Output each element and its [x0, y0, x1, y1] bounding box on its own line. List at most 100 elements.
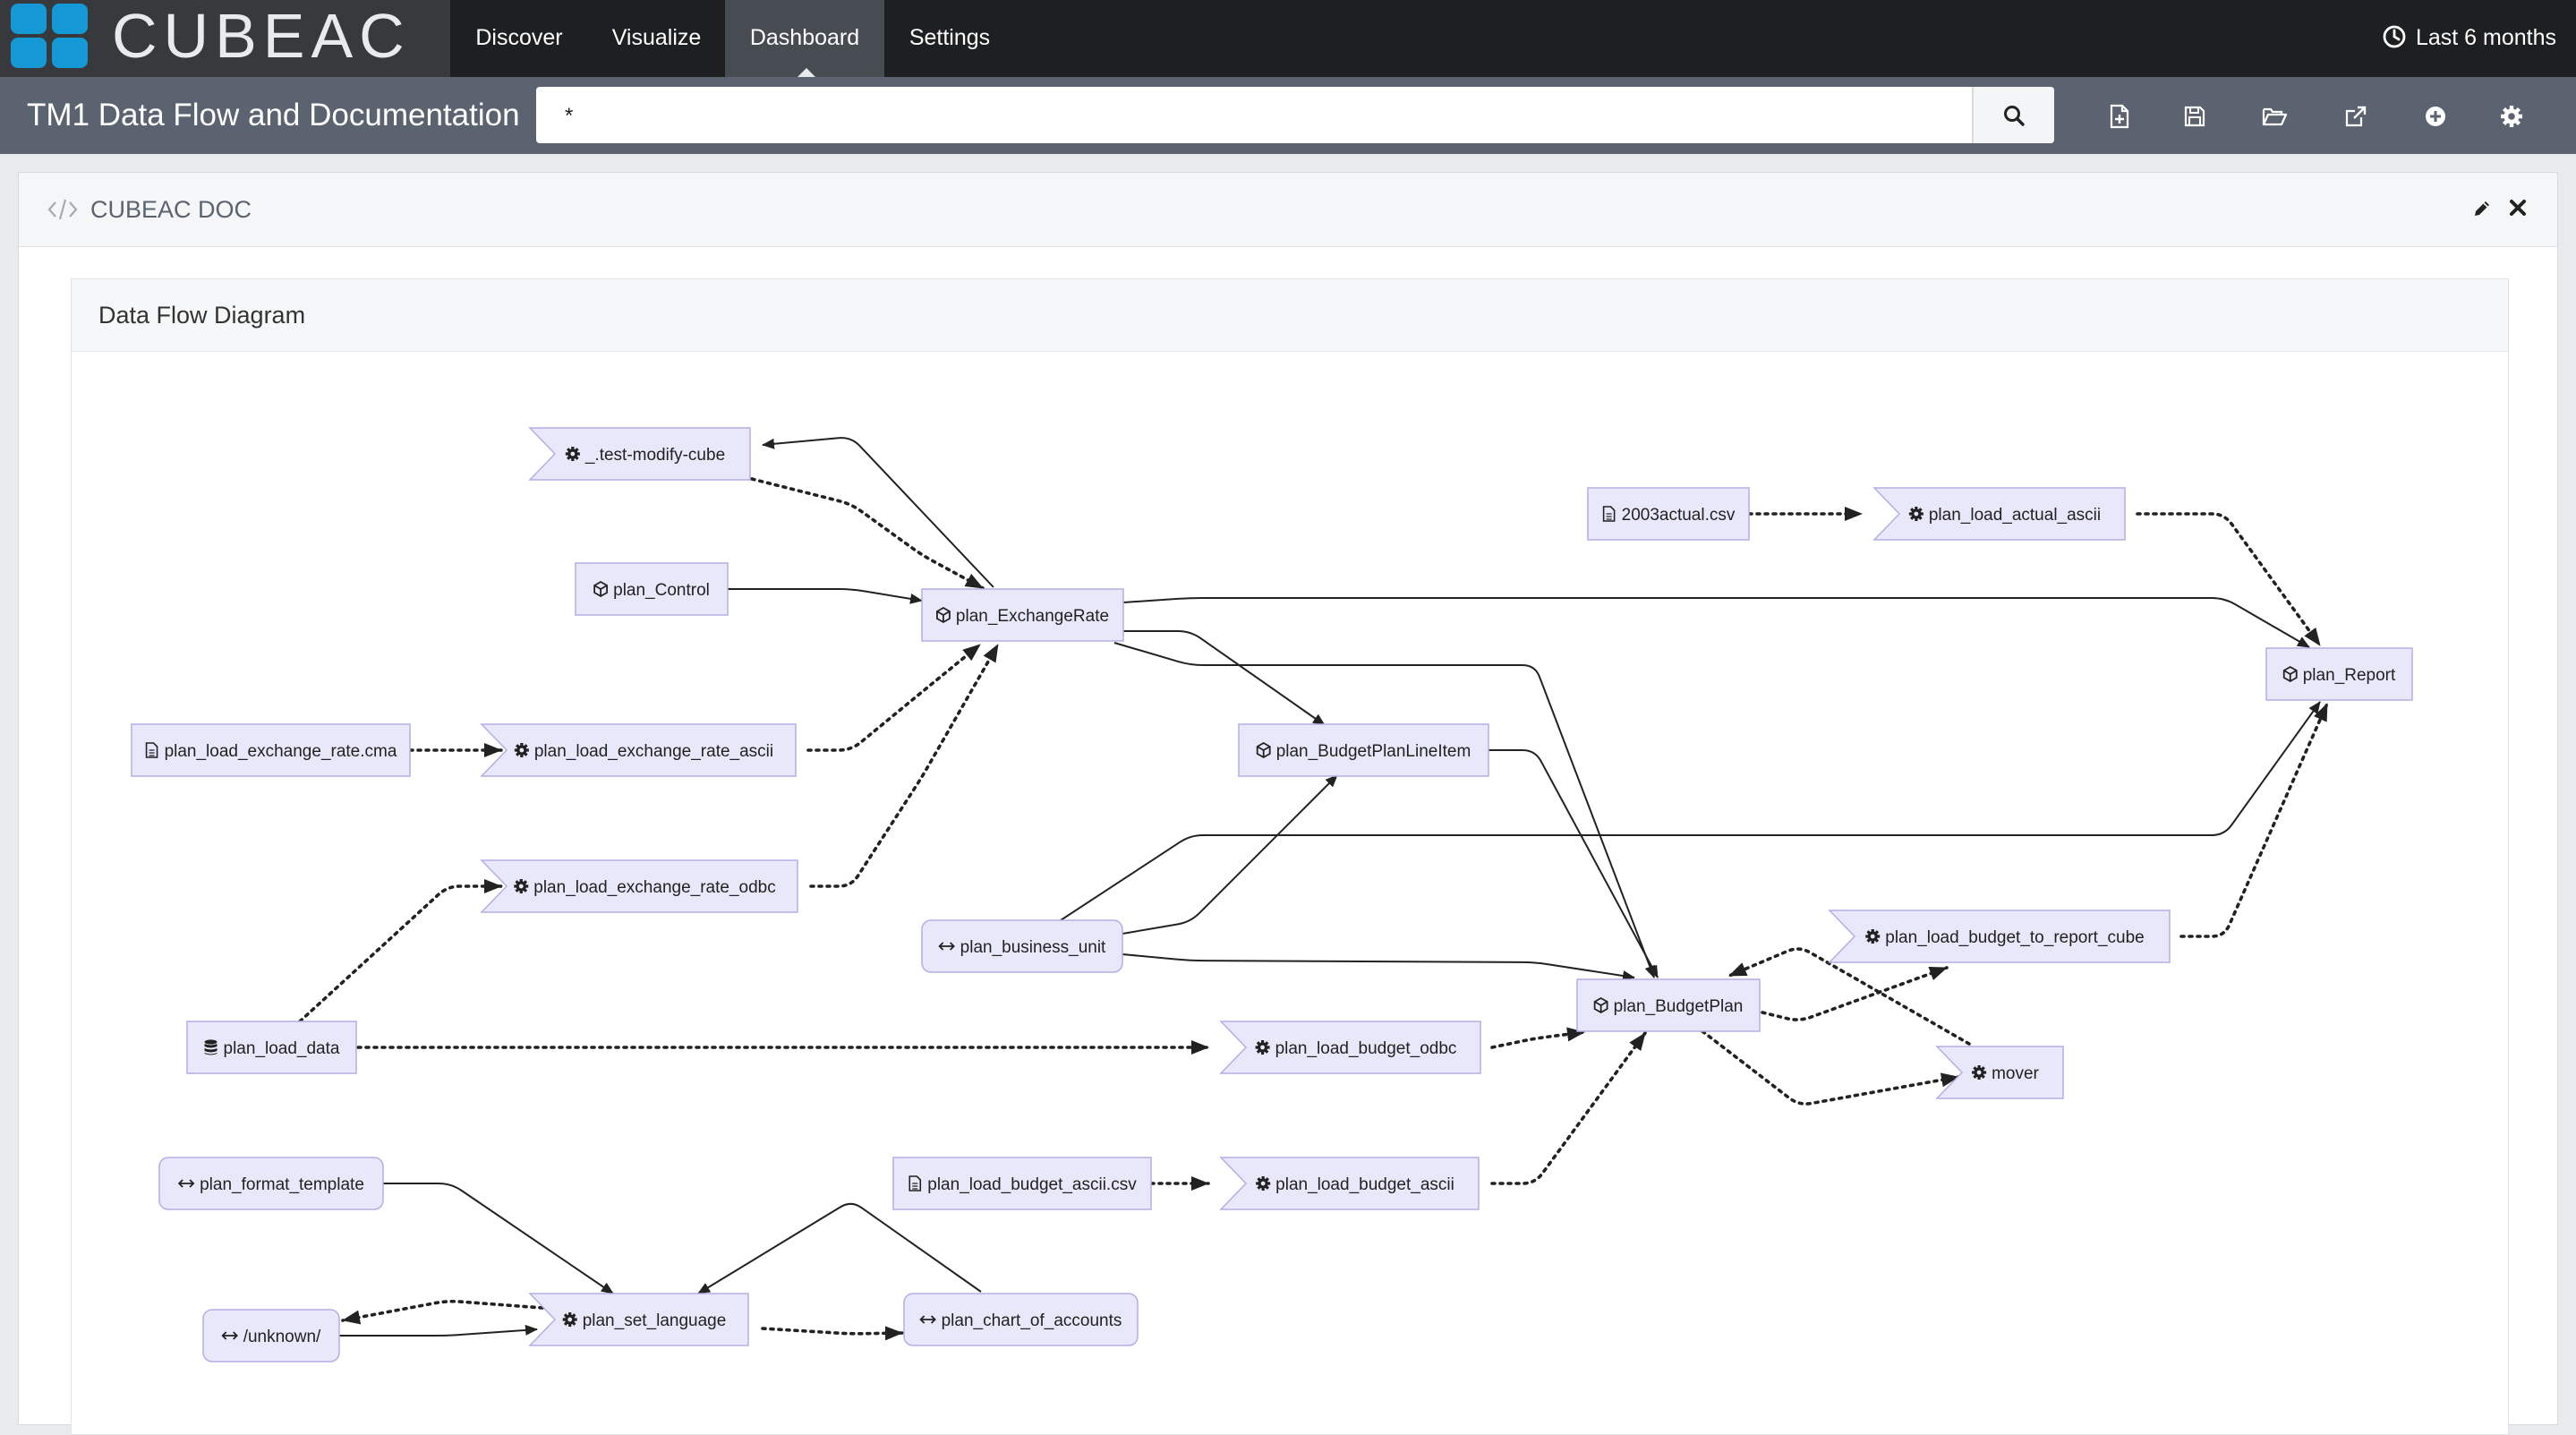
brand[interactable]: CUBEAC	[0, 0, 450, 77]
brand-name: CUBEAC	[112, 1, 411, 71]
node-box	[480, 723, 797, 777]
node-box	[1576, 978, 1761, 1032]
node-label: plan_Report	[2303, 666, 2396, 685]
time-range-picker[interactable]: Last 6 months	[2382, 0, 2556, 77]
clock-icon	[2383, 25, 2406, 48]
node-load-exchange-rate-ascii[interactable]: plan_load_exchange_rate_ascii	[480, 723, 797, 777]
node-label: plan_load_exchange_rate_ascii	[534, 742, 773, 761]
new-dashboard-icon	[2110, 104, 2129, 129]
node-format-template[interactable]: plan_format_template	[158, 1157, 384, 1210]
node-load-budget-odbc[interactable]: plan_load_budget_odbc	[1219, 1021, 1481, 1074]
node-box	[158, 1157, 384, 1210]
save-button[interactable]	[2175, 97, 2214, 136]
node-label: plan_load_budget_to_report_cube	[1885, 928, 2144, 947]
cube-icon	[936, 606, 951, 624]
node-mover[interactable]: mover	[1935, 1046, 2064, 1099]
node-box	[528, 427, 751, 481]
gear-icon	[1865, 929, 1881, 944]
node-label: plan_Control	[613, 581, 710, 600]
node-box	[892, 1157, 1152, 1210]
edit-pencil-icon[interactable]	[2471, 198, 2493, 219]
node-unknown[interactable]: /unknown/	[202, 1309, 340, 1362]
node-box	[1238, 723, 1489, 777]
gear-icon	[514, 879, 529, 893]
node-box	[921, 919, 1123, 973]
close-icon[interactable]	[2507, 197, 2529, 218]
node-set-language[interactable]: plan_set_language	[528, 1293, 749, 1346]
node-label: plan_set_language	[583, 1311, 727, 1330]
node-plan-report[interactable]: plan_Report	[2265, 647, 2413, 701]
gear-icon	[565, 447, 580, 461]
open-icon	[2262, 107, 2288, 126]
nav-dashboard[interactable]: Dashboard	[725, 0, 884, 77]
file-icon	[145, 742, 158, 758]
open-button[interactable]	[2255, 97, 2294, 136]
file-icon	[908, 1175, 922, 1192]
node-box	[186, 1021, 357, 1074]
search-button[interactable]	[1972, 87, 2054, 143]
cube-icon	[1593, 996, 1608, 1014]
cube-icon	[1256, 741, 1271, 759]
node-label: plan_BudgetPlanLineItem	[1276, 742, 1471, 761]
time-range-label: Last 6 months	[2415, 25, 2556, 50]
gear-icon	[1972, 1065, 1987, 1080]
node-load-exchange-rate-odbc[interactable]: plan_load_exchange_rate_odbc	[480, 859, 798, 913]
node-box	[131, 723, 411, 777]
panel-header: CUBEAC DOC	[19, 173, 2557, 247]
node-budget-ascii-csv[interactable]: plan_load_budget_ascii.csv	[892, 1157, 1152, 1210]
node-label: plan_load_data	[224, 1039, 340, 1058]
node-box	[480, 859, 798, 913]
node-label: plan_load_actual_ascii	[1929, 506, 2101, 525]
dashboard-title: TM1 Data Flow and Documentation	[27, 98, 520, 132]
active-tab-caret	[798, 68, 815, 77]
nav-discover[interactable]: Discover	[475, 25, 563, 50]
node-budget-plan-line-item[interactable]: plan_BudgetPlanLineItem	[1238, 723, 1489, 777]
card-title: Data Flow Diagram	[98, 302, 306, 329]
arrows-horizontal-icon	[938, 942, 955, 951]
node-plan-control[interactable]: plan_Control	[575, 562, 729, 616]
search-input[interactable]	[563, 87, 1999, 145]
options-button[interactable]	[2492, 97, 2531, 136]
node-plan-budgetplan[interactable]: plan_BudgetPlan	[1576, 978, 1761, 1032]
database-icon	[204, 1039, 218, 1055]
node-exchange-rate-cma[interactable]: plan_load_exchange_rate.cma	[131, 723, 411, 777]
node-layer: _.test-modify-cube plan_Control plan_Excha…	[131, 427, 2413, 1362]
node-label: plan_load_budget_ascii	[1275, 1175, 1454, 1194]
node-label: plan_business_unit	[960, 938, 1106, 957]
node-label: plan_chart_of_accounts	[942, 1311, 1122, 1330]
query-bar: TM1 Data Flow and Documentation	[0, 77, 2576, 154]
nav-settings[interactable]: Settings	[908, 25, 991, 50]
node-plan-business-unit[interactable]: plan_business_unit	[921, 919, 1123, 973]
node-plan-load-data[interactable]: plan_load_data	[186, 1021, 357, 1074]
node-load-budget-ascii[interactable]: plan_load_budget_ascii	[1219, 1157, 1480, 1210]
card-header: Data Flow Diagram	[72, 279, 2508, 352]
node-label: plan_load_budget_ascii.csv	[927, 1175, 1137, 1194]
new-dashboard-button[interactable]	[2100, 97, 2139, 136]
node-test-modify-cube[interactable]: _.test-modify-cube	[528, 427, 751, 481]
node-box	[1219, 1021, 1481, 1074]
node-actual-csv[interactable]: 2003actual.csv	[1587, 487, 1750, 541]
nav-visualize[interactable]: Visualize	[611, 25, 702, 50]
node-load-actual-ascii[interactable]: plan_load_actual_ascii	[1872, 487, 2126, 541]
add-panel-button[interactable]	[2416, 97, 2455, 136]
node-load-budget-to-report-cube[interactable]: plan_load_budget_to_report_cube	[1828, 910, 2171, 963]
node-box	[202, 1309, 340, 1362]
gear-icon	[1255, 1040, 1270, 1055]
search-box	[536, 87, 2054, 145]
file-icon	[1602, 506, 1616, 522]
node-label: plan_load_budget_odbc	[1275, 1039, 1457, 1058]
save-icon	[2184, 106, 2205, 127]
node-box	[528, 1293, 749, 1346]
gear-icon	[562, 1312, 577, 1327]
arrows-horizontal-icon	[177, 1179, 195, 1188]
node-chart-of-accounts[interactable]: plan_chart_of_accounts	[903, 1293, 1139, 1346]
cube-icon	[2282, 665, 2298, 683]
node-box	[1828, 910, 2171, 963]
cubeac-logo-icon	[11, 4, 90, 68]
node-plan-exchangerate[interactable]: plan_ExchangeRate	[921, 588, 1124, 642]
node-label: mover	[1992, 1064, 2039, 1083]
arrows-horizontal-icon	[919, 1315, 936, 1324]
share-button[interactable]	[2336, 97, 2376, 136]
node-box	[921, 588, 1124, 642]
gear-icon	[514, 743, 529, 757]
